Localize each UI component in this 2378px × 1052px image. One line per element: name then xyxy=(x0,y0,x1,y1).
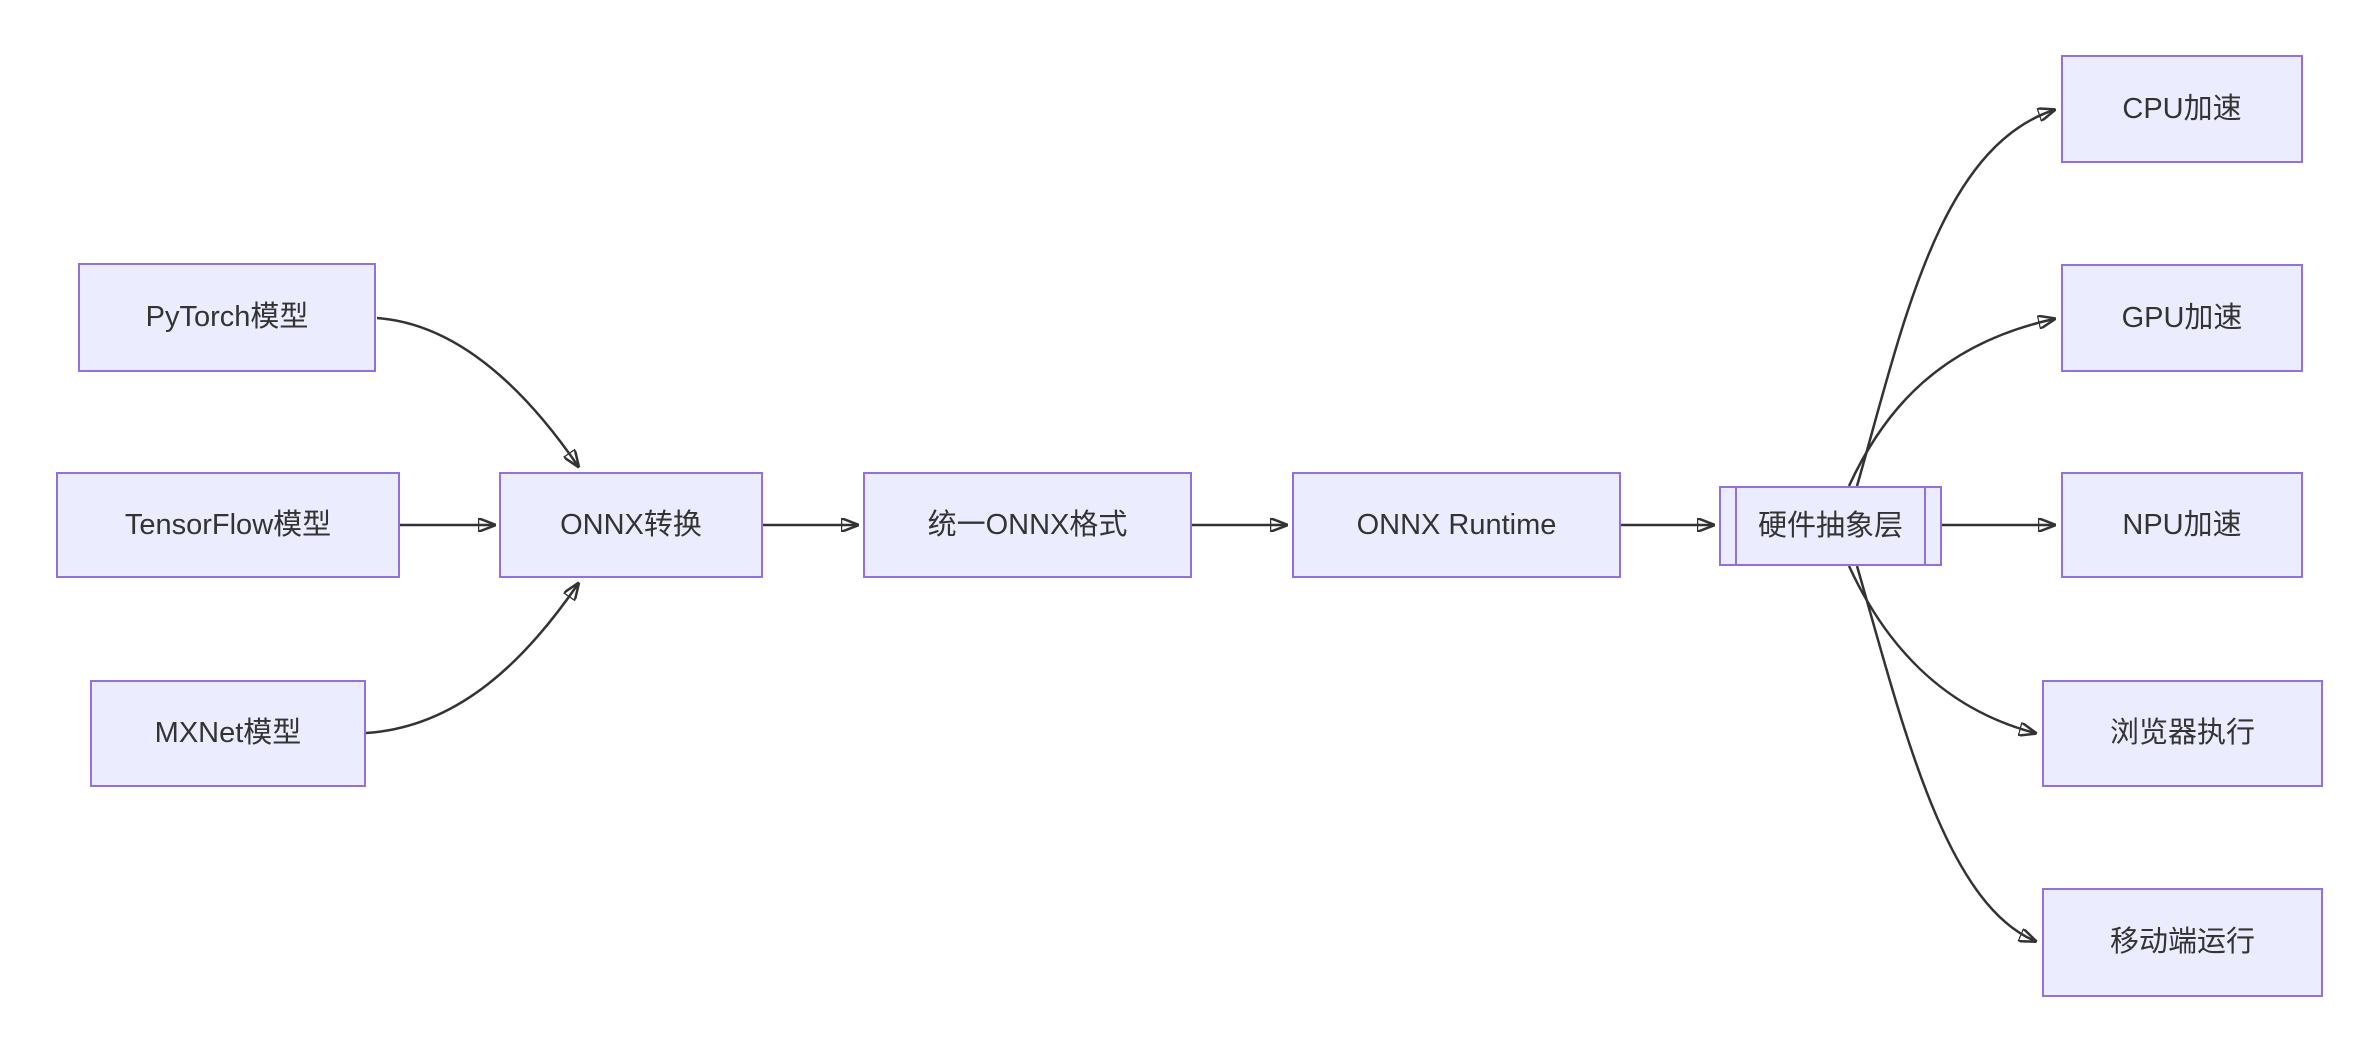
edge-hal-to-cpu xyxy=(1855,110,2054,487)
node-tensorflow-model-label: TensorFlow模型 xyxy=(124,508,332,541)
edge-mxnet-to-convert xyxy=(365,584,578,735)
edge-hal-to-gpu xyxy=(1847,319,2054,487)
node-hardware-abstraction-layer-label: 硬件抽象层 xyxy=(1757,509,1903,542)
node-mxnet-model-label: MXNet模型 xyxy=(154,717,302,750)
hal-inner-border-right xyxy=(1924,487,1926,565)
node-onnx-convert-label: ONNX转换 xyxy=(560,508,702,541)
edge-hal-to-browser xyxy=(1847,565,2035,733)
hal-inner-border-left xyxy=(1735,487,1737,565)
node-cpu-acceleration-label: CPU加速 xyxy=(2122,92,2242,125)
node-gpu-acceleration: GPU加速 xyxy=(2061,264,2303,372)
edge-pytorch-to-convert xyxy=(376,316,578,466)
node-pytorch-model-label: PyTorch模型 xyxy=(145,301,309,334)
node-browser-execution-label: 浏览器执行 xyxy=(2109,717,2255,750)
node-gpu-acceleration-label: GPU加速 xyxy=(2121,301,2243,334)
node-onnx-runtime-label: ONNX Runtime xyxy=(1356,508,1557,541)
node-npu-acceleration: NPU加速 xyxy=(2061,472,2303,578)
node-hardware-abstraction-layer: 硬件抽象层 xyxy=(1719,486,1942,566)
edge-hal-to-mobile xyxy=(1855,565,2035,941)
node-npu-acceleration-label: NPU加速 xyxy=(2122,508,2242,541)
node-onnx-runtime: ONNX Runtime xyxy=(1292,472,1621,578)
node-mxnet-model: MXNet模型 xyxy=(90,680,366,787)
node-onnx-convert: ONNX转换 xyxy=(499,472,763,578)
node-unified-onnx-format: 统一ONNX格式 xyxy=(863,472,1192,578)
node-mobile-runtime: 移动端运行 xyxy=(2042,888,2323,997)
node-tensorflow-model: TensorFlow模型 xyxy=(56,472,400,578)
node-cpu-acceleration: CPU加速 xyxy=(2061,55,2303,163)
node-browser-execution: 浏览器执行 xyxy=(2042,680,2323,787)
node-mobile-runtime-label: 移动端运行 xyxy=(2109,926,2255,959)
node-unified-onnx-format-label: 统一ONNX格式 xyxy=(927,508,1128,541)
node-pytorch-model: PyTorch模型 xyxy=(78,263,376,372)
